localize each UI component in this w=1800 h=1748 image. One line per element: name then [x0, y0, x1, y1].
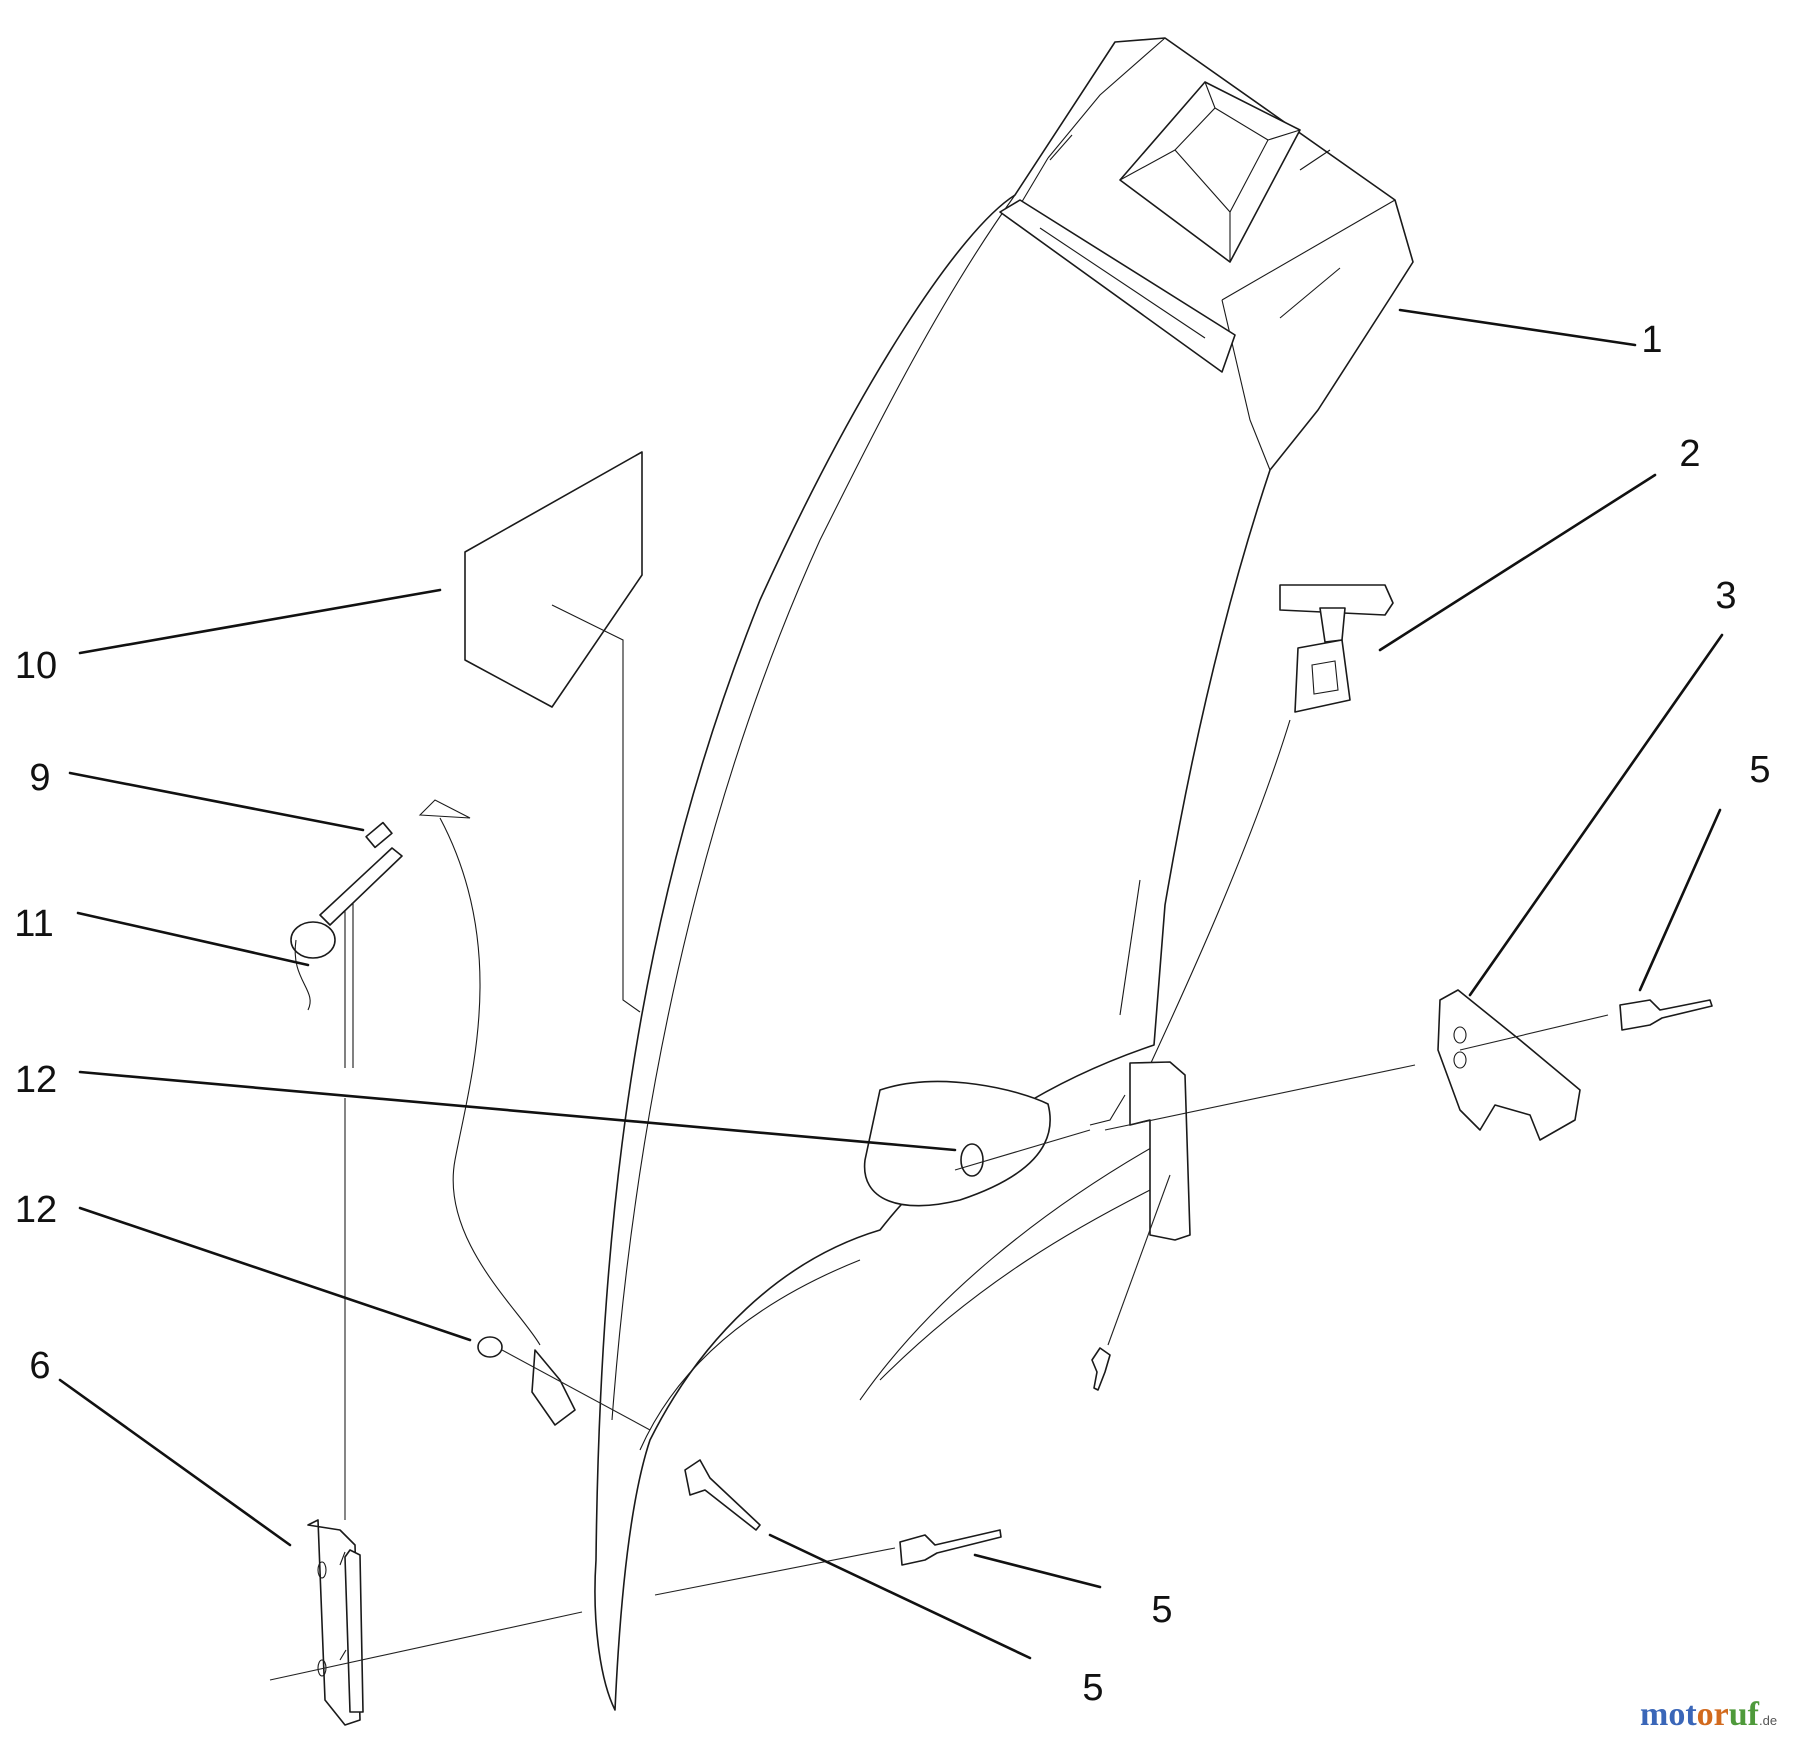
callout-2: 2: [1679, 433, 1700, 475]
rivet-right: [1619, 999, 1713, 1031]
assembly-lines: [269, 1014, 1609, 1681]
mounting-bracket: [1437, 989, 1581, 1141]
watermark-part-1: mot: [1640, 1696, 1697, 1733]
svg-text:motoruf.de: motoruf.de: [1640, 1696, 1777, 1733]
callout-10: 10: [15, 645, 57, 687]
rivet-bottom-right: [899, 1529, 1002, 1566]
callout-5-right: 5: [1749, 749, 1770, 791]
watermark-part-2: or: [1697, 1696, 1729, 1733]
callout-12-lower: 12: [15, 1189, 57, 1231]
callout-labels: 1 2 3 5 5 5 6 9 10 11 12 12: [14, 319, 1770, 1709]
washer-lower: [477, 1336, 576, 1426]
watermark-tld: .de: [1759, 1713, 1777, 1728]
watermark-part-3: uf: [1729, 1696, 1760, 1733]
callout-3: 3: [1715, 575, 1736, 617]
chute-body: [594, 37, 1414, 1711]
decal-panel: [464, 451, 643, 1013]
callout-5-bottom-right: 5: [1151, 1589, 1172, 1631]
callout-1: 1: [1641, 319, 1662, 361]
callout-11: 11: [14, 903, 53, 945]
rivet-vertical: [1091, 1347, 1111, 1391]
leader-lines: [58, 308, 1724, 1660]
t-handle-knob: [1149, 584, 1394, 1066]
callout-6: 6: [29, 1345, 50, 1387]
hitch-pin: [290, 799, 541, 1346]
hinge-plate: [307, 1519, 364, 1726]
callout-9: 9: [29, 757, 50, 799]
callout-12-upper: 12: [15, 1059, 57, 1101]
callout-5-bottom: 5: [1082, 1667, 1103, 1709]
rivet-bottom-center: [684, 1459, 761, 1531]
bushing-upper: [863, 1080, 1051, 1207]
watermark-logo: motoruf.de: [1640, 1696, 1777, 1733]
